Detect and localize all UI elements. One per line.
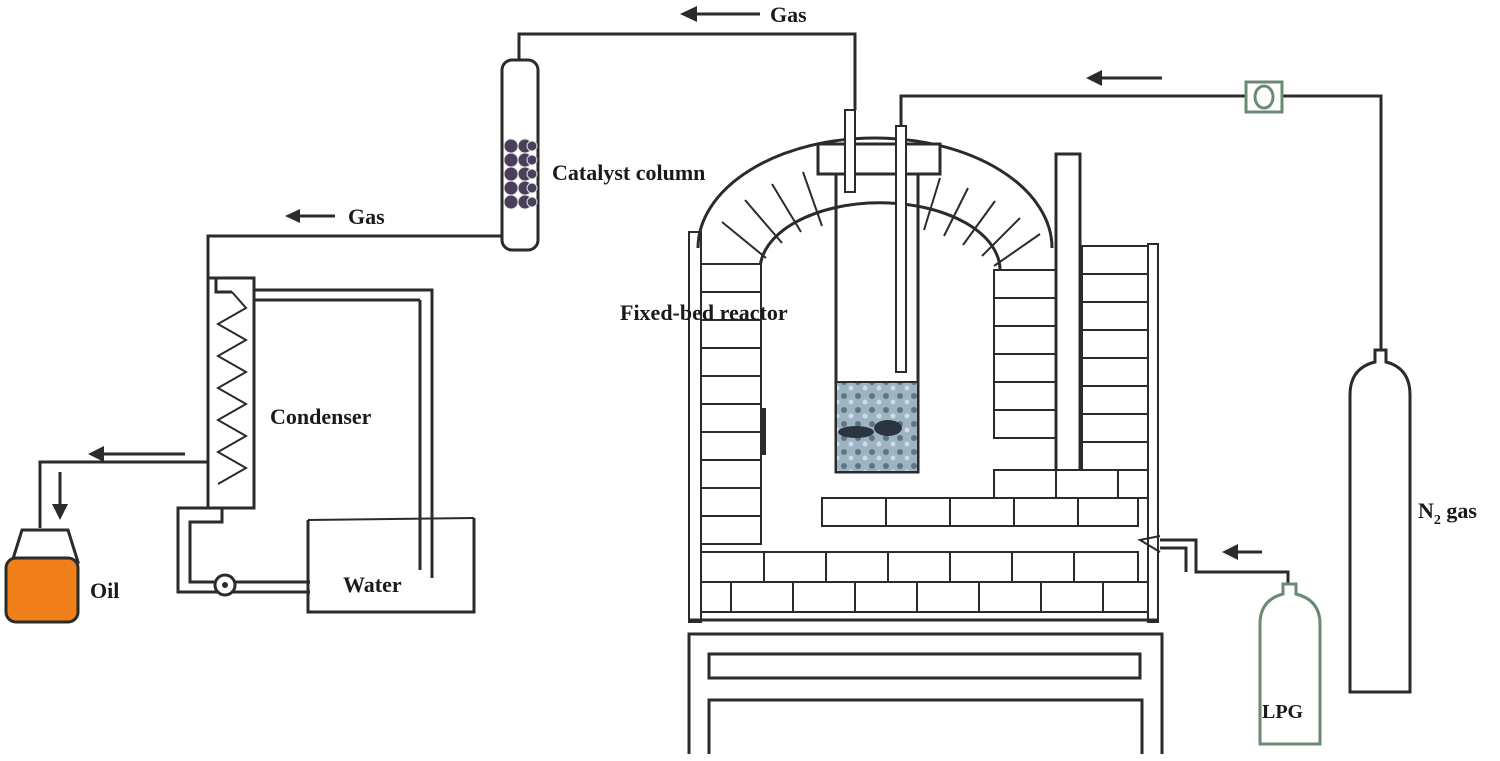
nitrogen-label: N2 gas bbox=[1418, 498, 1477, 528]
left-arrow-icon bbox=[88, 446, 185, 462]
condenser-label: Condenser bbox=[270, 404, 372, 429]
left-arrow-icon bbox=[1086, 70, 1162, 86]
catalyst-beads bbox=[503, 138, 538, 210]
mid-gas-line bbox=[206, 234, 502, 278]
reactor-lid bbox=[816, 142, 942, 176]
water-label: Water bbox=[343, 572, 402, 597]
top-gas-line bbox=[517, 32, 857, 110]
right-brick-column bbox=[993, 245, 1149, 471]
down-arrow-icon bbox=[52, 472, 68, 520]
oil-outlet-line bbox=[38, 460, 208, 528]
nitrogen-inlet-pipe bbox=[895, 125, 907, 373]
furnace bbox=[688, 109, 1159, 623]
gas-outlet-pipe bbox=[844, 109, 856, 193]
reactor-tube bbox=[834, 174, 920, 474]
furnace-stand bbox=[687, 632, 1164, 754]
left-arrow-icon bbox=[680, 6, 760, 22]
pump-icon bbox=[213, 573, 237, 597]
floor-bricks bbox=[700, 469, 1149, 613]
reactor-label: Fixed-bed reactor bbox=[620, 300, 788, 325]
water-tank bbox=[306, 517, 476, 614]
oil-flask bbox=[4, 528, 81, 624]
lpg-cylinder bbox=[1258, 582, 1322, 746]
left-brick-column bbox=[700, 263, 766, 545]
catalyst-column bbox=[500, 58, 540, 252]
nitrogen-line bbox=[899, 94, 1383, 350]
nitrogen-cylinder bbox=[1348, 348, 1412, 694]
flow-meter-icon bbox=[1244, 80, 1284, 114]
lpg-line bbox=[1137, 535, 1290, 584]
gas-label-top: Gas bbox=[770, 2, 807, 27]
gas-label-mid: Gas bbox=[348, 204, 385, 229]
lpg-label: LPG bbox=[1262, 701, 1304, 723]
left-arrow-icon bbox=[1222, 544, 1262, 560]
catalyst-column-label: Catalyst column bbox=[552, 160, 705, 185]
chimney bbox=[1054, 152, 1082, 474]
left-arrow-icon bbox=[285, 209, 335, 223]
oil-label: Oil bbox=[90, 578, 119, 603]
condenser bbox=[176, 276, 434, 594]
